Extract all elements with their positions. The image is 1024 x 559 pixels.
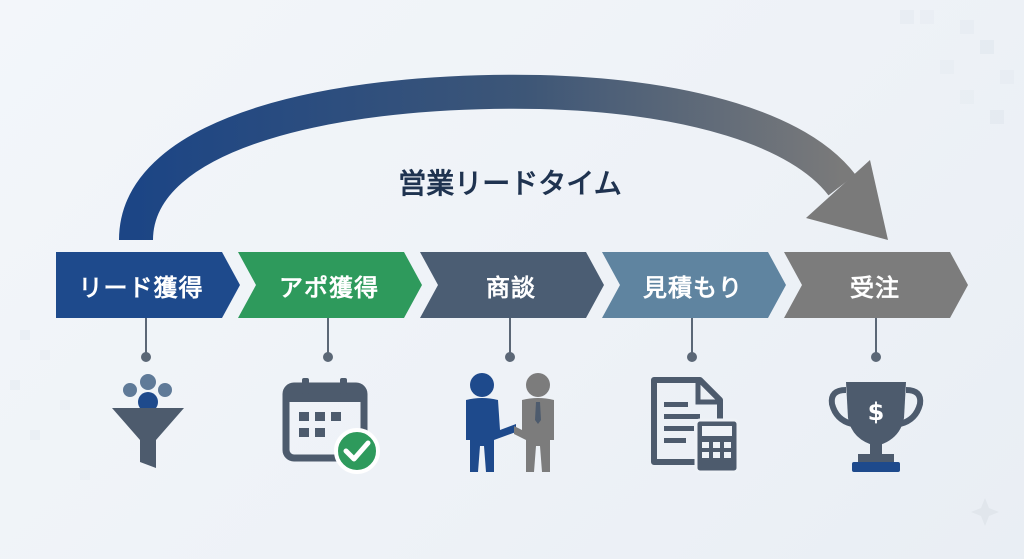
step-label-appointment: アポ獲得 — [279, 273, 379, 302]
step-label-lead-acquisition: リード獲得 — [78, 273, 204, 302]
step-chevron-3 — [420, 252, 604, 318]
handshake-icon — [466, 373, 554, 472]
process-steps — [56, 252, 968, 318]
background-grid-decoration — [10, 10, 1014, 480]
step-chevron-4 — [602, 252, 786, 318]
step-label-quotation: 見積もり — [643, 273, 743, 302]
diagram-title: 営業リードタイム — [398, 167, 622, 200]
sparkle-decoration — [971, 498, 999, 526]
trophy-dollar-icon: $ — [828, 382, 924, 472]
svg-text:$: $ — [868, 398, 885, 426]
connectors — [141, 318, 881, 362]
step-label-order: 受注 — [850, 273, 900, 302]
step-chevron-1 — [56, 252, 240, 318]
funnel-icon — [112, 374, 184, 468]
quote-calculator-icon — [651, 377, 740, 474]
step-chevron-2 — [238, 252, 422, 318]
step-label-negotiation: 商談 — [486, 273, 536, 302]
calendar-check-icon — [282, 378, 380, 474]
step-chevron-5 — [784, 252, 968, 318]
lead-time-arc-arrow — [119, 74, 888, 242]
